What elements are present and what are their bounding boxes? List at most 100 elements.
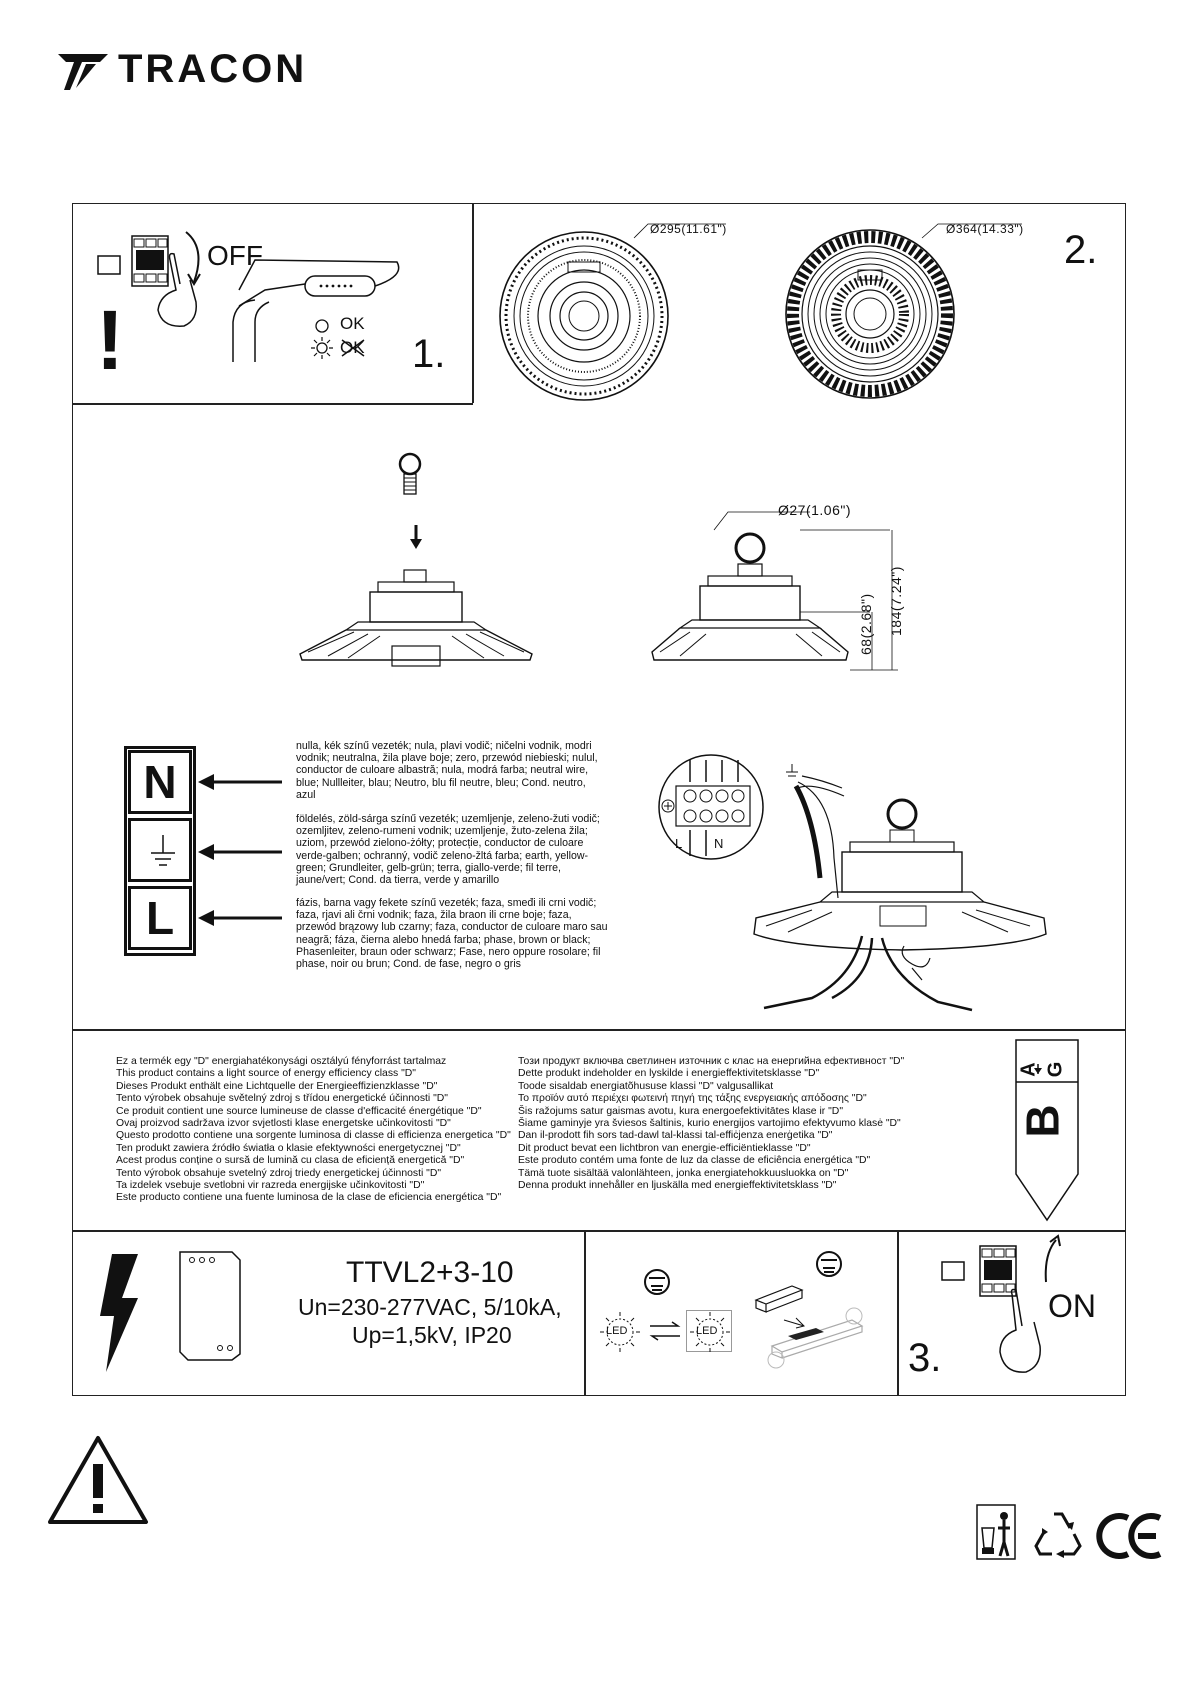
technician-icon — [816, 1251, 842, 1277]
terminal-block-diagram — [658, 754, 764, 860]
energy-line: Този продукт включва светлинен източник … — [518, 1056, 905, 1067]
luminaire-wired-view — [753, 764, 1047, 1012]
warning-triangle-icon — [48, 1436, 148, 1524]
divider-energy-bottom — [72, 1230, 1126, 1232]
energy-line: Dan il-prodott fih sors tad-dawl tal-kla… — [518, 1130, 833, 1142]
energy-text-left: Ez a termék egy "D" energiahatékonysági … — [116, 1056, 511, 1205]
step2-number: 2. — [1064, 228, 1098, 272]
dim-large-diameter: Ø364(14.33") — [946, 222, 1024, 236]
luminaire-large-topview — [785, 223, 1022, 399]
arrow-left-icon — [198, 844, 282, 860]
energy-class-letter: B — [1016, 1104, 1069, 1138]
neutral-symbol: N — [128, 750, 192, 814]
divider-step1-vertical — [472, 203, 474, 403]
hand-pointer-icon — [999, 1288, 1041, 1373]
step3-number: 3. — [908, 1336, 942, 1380]
ok-label: OK — [340, 314, 365, 333]
divider-bottom-2 — [897, 1230, 899, 1396]
lamp-on-icon — [311, 337, 333, 359]
wire-symbol-column — [124, 746, 196, 956]
energy-line: Este producto contiene una fuente lumino… — [116, 1192, 502, 1204]
arrow-left-icon — [198, 774, 282, 790]
energy-text-right: Този продукт включва светлинен източник … — [518, 1056, 904, 1192]
arrow-left-icon — [198, 910, 282, 926]
arrow-down-icon — [410, 525, 422, 549]
energy-line: Dit product bevat een lichtbron van ener… — [518, 1142, 811, 1154]
scale-range: A G — [1018, 1052, 1068, 1088]
warning-mark: ! — [96, 293, 124, 387]
earth-symbol-box — [128, 818, 192, 882]
surge-protector-module-icon — [179, 1251, 241, 1361]
energy-line: Tämä tuote sisältää valonlähteen, jonka … — [518, 1167, 849, 1179]
dim-body-height: 68(2.68") — [858, 593, 874, 655]
dim-total-height: 184(7.24") — [888, 566, 904, 636]
energy-line: Acest produs conține o sursă de lumină c… — [116, 1155, 465, 1167]
energy-line: Šis ražojums satur gaismas avotu, kura e… — [518, 1105, 844, 1117]
dim-small-diameter: Ø295(11.61") — [650, 222, 727, 236]
energy-line: Ovaj proizvod sadržava izvor svjetlosti … — [116, 1118, 451, 1130]
off-label: OFF — [207, 240, 263, 271]
earth-description: földelés, zöld-sárga színű vezeték; uzem… — [296, 813, 600, 887]
energy-line: This product contains a light source of … — [116, 1068, 416, 1080]
luminaire-side-view-dimensioned — [651, 511, 898, 671]
line-description: fázis, barna vagy fekete színű vezeték; … — [296, 897, 608, 971]
led-module-box — [686, 1310, 732, 1352]
divider-energy-top — [72, 1029, 1126, 1031]
divider-bottom-1 — [584, 1230, 586, 1396]
brand-name: TRACON — [118, 47, 308, 91]
dim-eye-diameter: Ø27(1.06") — [778, 502, 852, 518]
arrow-left-icon — [1034, 1064, 1042, 1074]
energy-line: Este produto contém uma fonte de luz da … — [518, 1155, 871, 1167]
arrow-down-curve-icon — [185, 231, 201, 286]
tracon-logo-icon — [58, 54, 108, 90]
led-bulb-icon — [600, 1312, 640, 1352]
energy-line: Το προϊόν αυτό περιέχει φωτεινή πηγή της… — [518, 1093, 867, 1105]
lamp-off-icon — [315, 319, 329, 333]
luminaire-small-topview — [499, 223, 726, 401]
energy-line: Tento výrobok obsahuje svetelný zdroj tr… — [116, 1167, 442, 1179]
energy-line: Šiame gaminyje yra šviesos šaltinis, kur… — [518, 1118, 901, 1130]
eye-bolt-icon — [398, 452, 422, 495]
line-symbol: L — [128, 886, 192, 950]
arrow-up-curve-icon — [1044, 1234, 1061, 1283]
terminal-line-label: L — [675, 836, 683, 851]
energy-line: Toode sisaldab energiatõhususe klassi "D… — [518, 1080, 774, 1092]
breaker-off-icon — [97, 235, 169, 287]
terminal-neutral-label: N — [714, 836, 724, 851]
technician-icon — [644, 1269, 670, 1295]
neutral-description: nulla, kék színű vezeték; nula, plavi vo… — [296, 740, 598, 801]
energy-line: Ten produkt zawiera źródło światła o kla… — [116, 1142, 461, 1154]
energy-class-arrow — [1015, 1039, 1079, 1222]
energy-line: Dieses Produkt enthält eine Lichtquelle … — [116, 1080, 438, 1092]
luminaire-side-view-left — [299, 569, 533, 667]
led-label: LED — [606, 1325, 628, 1337]
hand-pointer-icon — [157, 252, 197, 327]
on-label: ON — [1048, 1288, 1096, 1324]
scale-bottom-letter: G — [1044, 1061, 1067, 1078]
divider-step1-horizontal — [72, 403, 473, 405]
energy-line: Ez a termék egy "D" energiahatékonysági … — [116, 1056, 447, 1067]
led-label: LED — [696, 1325, 718, 1337]
step1-number: 1. — [412, 332, 446, 376]
breaker-on-icon — [941, 1245, 1017, 1297]
spd-rating-voltage: Un=230-277VAC, 5/10kA, — [298, 1294, 562, 1320]
energy-line: Denna produkt innehåller en ljuskälla me… — [518, 1180, 837, 1192]
led-bulb-icon — [690, 1312, 730, 1352]
earth-ground-icon — [151, 835, 175, 866]
energy-line: Ce produit contient une source lumineuse… — [116, 1105, 482, 1117]
cross-icon — [341, 339, 365, 357]
instruction-frame — [72, 203, 1126, 1396]
spd-rating-protection: Up=1,5kV, IP20 — [352, 1322, 512, 1348]
swap-arrows-icon — [649, 1321, 681, 1341]
recycling-icon — [1034, 1512, 1082, 1558]
weee-bin-icon — [976, 1504, 1016, 1560]
energy-line: Questo prodotto contiene una sorgente lu… — [116, 1130, 511, 1142]
spd-model: TTVL2+3-10 — [346, 1256, 514, 1289]
energy-line: Tento výrobek obsahuje světelný zdroj s … — [116, 1093, 448, 1105]
ce-mark-icon — [1096, 1513, 1162, 1559]
energy-line: Ta izdelek vsebuje svetlobni vir razreda… — [116, 1180, 425, 1192]
voltage-tester-icon — [232, 259, 400, 362]
energy-line: Dette produkt indeholder en lyskilde i e… — [518, 1068, 820, 1080]
led-driver-replacement-icon — [754, 1285, 864, 1369]
lightning-bolt-icon — [100, 1254, 138, 1372]
